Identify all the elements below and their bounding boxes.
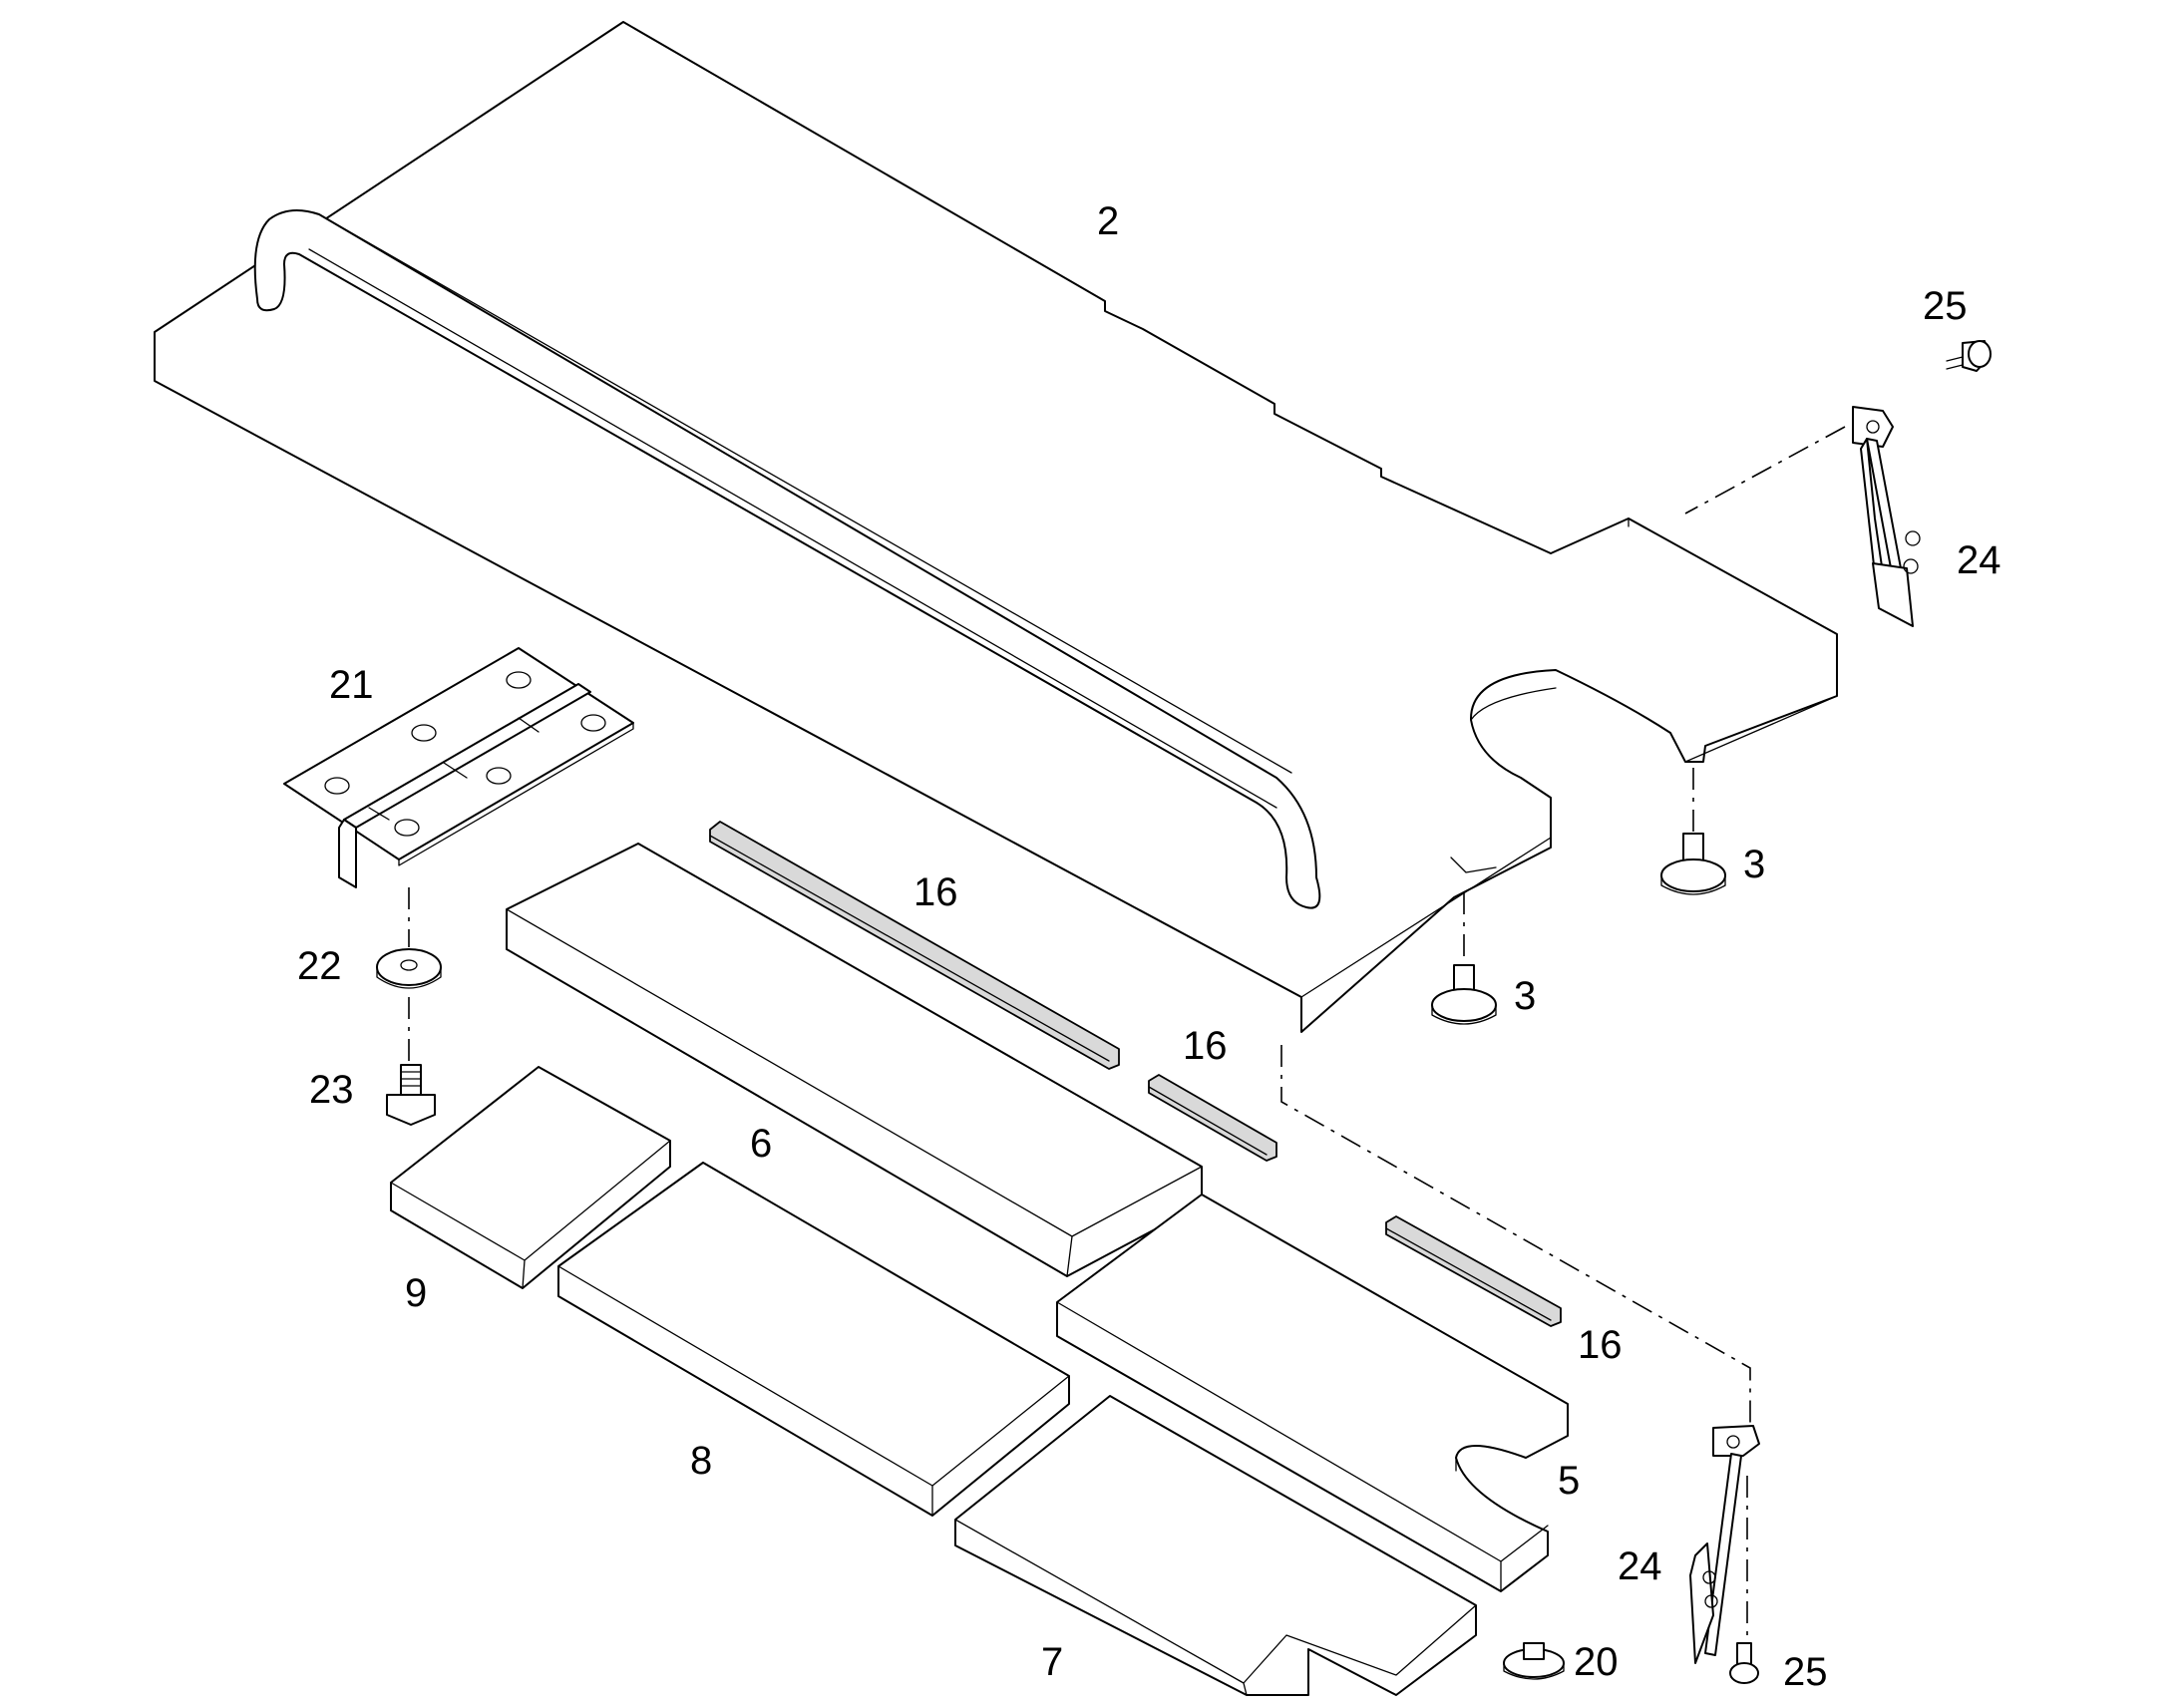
lid-stay-top — [1852, 406, 1921, 627]
label-part-2: 2 — [1097, 199, 1119, 243]
lid-stay-bottom — [1689, 1425, 1760, 1664]
label-part-22: 22 — [297, 944, 342, 988]
label-part-25-bottom: 25 — [1783, 1650, 1828, 1694]
foot-right — [1660, 833, 1726, 895]
callouts: 2 25 24 21 3 16 22 3 16 23 6 9 16 8 5 24… — [297, 199, 2001, 1694]
strip-long — [709, 821, 1120, 1070]
foot-left — [1431, 964, 1497, 1025]
assembly-lines — [408, 426, 1846, 1643]
label-part-9: 9 — [405, 1271, 427, 1315]
grommet — [1503, 1642, 1565, 1680]
label-part-16-long: 16 — [913, 870, 958, 914]
strip-short-b — [1385, 1215, 1562, 1327]
label-part-24-bottom: 24 — [1618, 1544, 1662, 1588]
board-7 — [954, 1395, 1477, 1696]
label-part-23: 23 — [309, 1068, 354, 1112]
bolt — [386, 1064, 436, 1126]
label-part-3-right: 3 — [1743, 843, 1765, 886]
label-part-8: 8 — [690, 1439, 712, 1483]
screw-bottom — [1729, 1642, 1759, 1684]
hinge — [283, 647, 634, 888]
label-part-6: 6 — [750, 1122, 772, 1166]
label-part-5: 5 — [1558, 1459, 1580, 1503]
label-part-16-short-a: 16 — [1183, 1024, 1228, 1068]
label-part-21: 21 — [329, 663, 374, 707]
label-part-20: 20 — [1574, 1640, 1619, 1684]
label-part-3-left: 3 — [1514, 974, 1536, 1018]
label-part-16-short-b: 16 — [1578, 1323, 1623, 1367]
label-part-25-top: 25 — [1923, 284, 1968, 328]
label-part-7: 7 — [1041, 1640, 1063, 1684]
board-9 — [390, 1066, 671, 1289]
strip-short-a — [1148, 1074, 1277, 1162]
washer — [376, 948, 442, 989]
screw-top — [1946, 340, 1992, 372]
board-5 — [1056, 1194, 1569, 1592]
lid-panel — [154, 21, 1838, 1033]
board-8 — [557, 1162, 1070, 1517]
label-part-24-top: 24 — [1957, 538, 2001, 582]
